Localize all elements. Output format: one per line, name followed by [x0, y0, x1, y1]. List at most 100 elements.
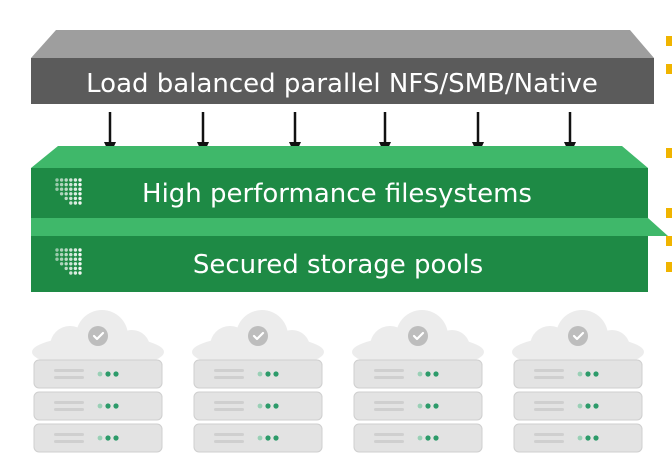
- server-unit: [33, 423, 163, 453]
- drive-slot: [374, 376, 404, 379]
- server-unit: [353, 391, 483, 421]
- drive-slot: [214, 433, 244, 436]
- dot-grid-icon: [55, 248, 82, 275]
- status-dot: [577, 371, 583, 377]
- drive-slot: [54, 408, 84, 411]
- check-icon: [88, 326, 108, 346]
- protocol-layer-label: Load balanced parallel NFS/SMB/Native: [86, 69, 598, 99]
- grid-dot: [64, 187, 68, 191]
- grid-dot: [78, 192, 82, 196]
- status-dot: [417, 403, 423, 409]
- grid-dot: [73, 178, 78, 182]
- grid-dot: [69, 248, 73, 252]
- cloud-puff: [594, 330, 630, 366]
- grid-dot: [64, 192, 68, 196]
- drive-slot: [534, 408, 564, 411]
- grid-dot: [64, 178, 68, 182]
- filesystems-layer-label: High performance filesystems: [142, 179, 532, 209]
- status-dot: [593, 403, 599, 409]
- grid-dot: [69, 266, 73, 271]
- drive-slot: [374, 401, 404, 404]
- check-circle: [248, 326, 268, 346]
- server-unit: [513, 423, 643, 453]
- grid-dot: [64, 257, 68, 261]
- drive-slot: [54, 401, 84, 404]
- grid-dot: [69, 201, 73, 205]
- status-dot: [113, 435, 119, 441]
- grid-dot: [69, 196, 73, 201]
- server-unit: [33, 359, 163, 389]
- check-icon: [568, 326, 588, 346]
- cloud-puff: [434, 330, 470, 366]
- status-dot: [105, 371, 111, 377]
- grid-dot: [73, 257, 78, 261]
- grid-dot: [78, 196, 82, 201]
- grid-dot: [59, 257, 64, 261]
- server-stack-icon: [352, 310, 484, 453]
- drive-slot: [534, 376, 564, 379]
- status-dot: [97, 403, 103, 409]
- status-dot: [425, 435, 431, 441]
- status-dot: [433, 403, 439, 409]
- status-dot: [257, 435, 263, 441]
- server-unit: [353, 359, 483, 389]
- grid-dot: [64, 262, 68, 266]
- status-dot: [97, 371, 103, 377]
- grid-dot: [59, 262, 64, 266]
- grid-dot: [78, 201, 82, 205]
- grid-dot: [78, 257, 82, 261]
- grid-dot: [78, 187, 82, 191]
- cloud-puff: [274, 330, 310, 366]
- server-stack-icon: [512, 310, 644, 453]
- drive-slot: [374, 408, 404, 411]
- drive-slot: [54, 433, 84, 436]
- status-dot: [577, 403, 583, 409]
- grid-dot: [55, 178, 59, 182]
- drive-slot: [54, 440, 84, 443]
- grid-dot: [73, 271, 78, 275]
- status-dot: [265, 435, 271, 441]
- grid-dot: [73, 187, 78, 191]
- grid-dot: [64, 252, 68, 257]
- drive-slot: [214, 408, 244, 411]
- filesystems-layer-face: [31, 168, 648, 218]
- status-dot: [593, 371, 599, 377]
- status-dot: [257, 403, 263, 409]
- drive-slot: [54, 376, 84, 379]
- server-row: [32, 310, 644, 453]
- pools-layer-label: Secured storage pools: [193, 250, 483, 280]
- grid-dot: [73, 262, 78, 266]
- grid-dot: [64, 196, 68, 201]
- drive-slot: [214, 376, 244, 379]
- protocol-layer-face: [31, 58, 654, 104]
- drive-slot: [214, 440, 244, 443]
- grid-dot: [73, 252, 78, 257]
- protocol-layer-top: [31, 30, 654, 58]
- status-dot: [273, 403, 279, 409]
- grid-dot: [55, 187, 59, 191]
- check-circle: [568, 326, 588, 346]
- grid-dot: [69, 187, 73, 191]
- edge-fragment: [666, 236, 672, 246]
- drive-slot: [534, 440, 564, 443]
- check-circle: [408, 326, 428, 346]
- grid-dot: [69, 252, 73, 257]
- check-mark: [92, 331, 105, 341]
- drive-slot: [534, 433, 564, 436]
- server-unit: [353, 423, 483, 453]
- status-dot: [417, 435, 423, 441]
- grid-dot: [55, 182, 59, 187]
- grid-dot: [59, 252, 64, 257]
- drive-slot: [534, 369, 564, 372]
- grid-dot: [59, 178, 64, 182]
- drive-slot: [214, 369, 244, 372]
- grid-dot: [69, 257, 73, 261]
- filesystems-layer: High performance filesystems: [31, 146, 648, 218]
- grid-dot: [69, 182, 73, 187]
- server-unit: [513, 359, 643, 389]
- status-dot: [265, 371, 271, 377]
- grid-dot: [78, 248, 82, 252]
- check-circle: [88, 326, 108, 346]
